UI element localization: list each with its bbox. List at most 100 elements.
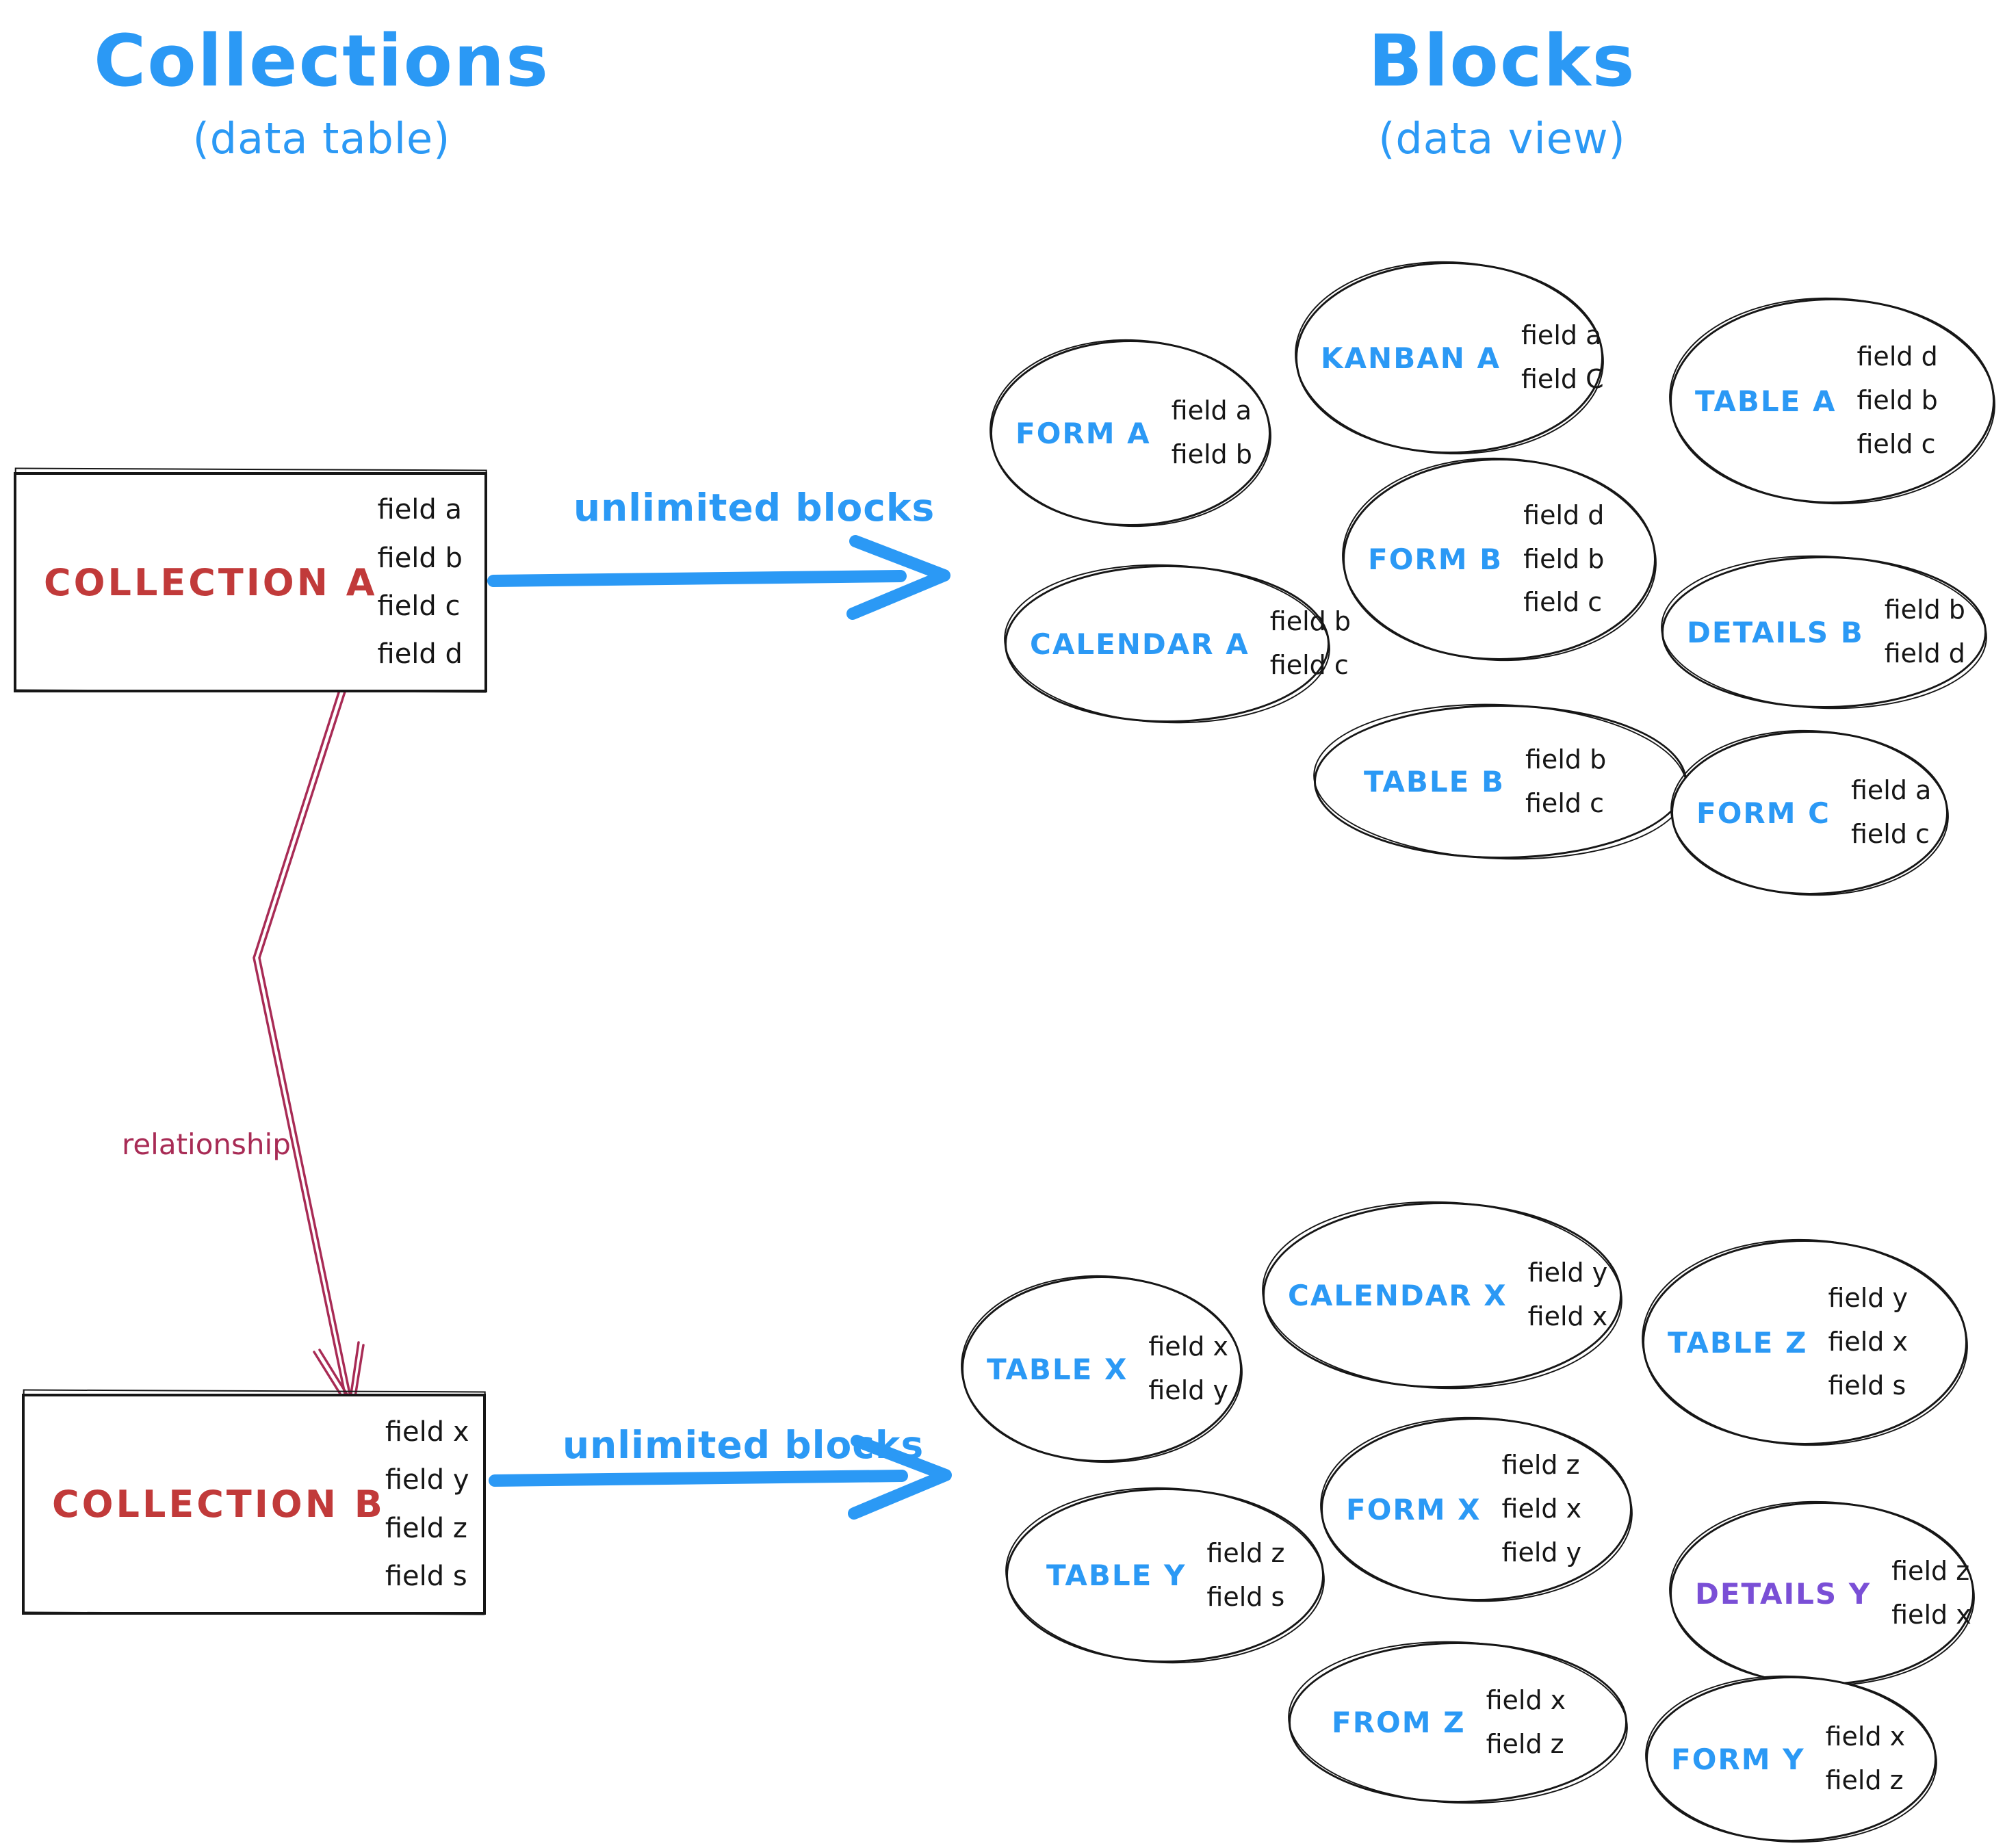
block-label: FORM B [1368, 543, 1503, 576]
collection-field: field s [385, 1560, 467, 1592]
block-kanban-a: KANBAN A field a field C [1295, 262, 1604, 454]
collection-field: field c [377, 590, 461, 622]
block-field: field c [1857, 428, 1936, 459]
block-label: DETAILS B [1687, 615, 1864, 649]
block-field: field x [1501, 1494, 1582, 1524]
block-fields: field x field y [1148, 1325, 1228, 1413]
block-fields: field z field x field y [1502, 1444, 1582, 1574]
block-field: field y [1527, 1258, 1608, 1288]
block-field: field d [1523, 499, 1605, 530]
block-field: field x [1148, 1331, 1228, 1362]
block-field: field y [1828, 1283, 1908, 1314]
collection-b-name: COLLECTION B [52, 1483, 385, 1526]
block-field: field x [1825, 1721, 1906, 1752]
block-fields: field z field s [1206, 1532, 1284, 1619]
block-field: field b [1525, 744, 1607, 775]
collections-title: Collections [93, 19, 549, 103]
block-fields: field b field d [1885, 588, 1965, 676]
block-field: field b [1857, 385, 1938, 416]
block-fields: field x field z [1486, 1679, 1566, 1767]
block-fields: field a field C [1521, 314, 1604, 402]
block-field: field s [1828, 1370, 1906, 1401]
block-label: FROM Z [1332, 1706, 1466, 1739]
block-fields: field z field x [1891, 1550, 1971, 1637]
block-field: field c [1850, 819, 1930, 849]
block-field: field z [1206, 1537, 1285, 1568]
block-fields: field y field x [1528, 1251, 1608, 1339]
block-field: field b [1523, 543, 1605, 574]
unlimited-blocks-arrow-b [489, 1435, 952, 1520]
block-fields: field a field b [1172, 389, 1252, 477]
block-field: field b [1269, 606, 1351, 637]
block-calendar-a: CALENDAR A field b field c [1005, 565, 1351, 723]
block-from-z: FROM Z field x field z [1289, 1642, 1627, 1803]
block-label: KANBAN A [1321, 341, 1501, 375]
block-field: field y [1148, 1375, 1228, 1405]
block-field: field x [1486, 1684, 1566, 1715]
block-label: CALENDAR X [1288, 1278, 1508, 1312]
block-field: field c [1525, 788, 1604, 818]
block-fields: field y field x field s [1828, 1277, 1908, 1407]
collection-field: field b [377, 542, 463, 574]
block-table-y: TABLE Y field z field s [1006, 1488, 1324, 1663]
unlimited-blocks-label-b: unlimited blocks [562, 1423, 924, 1467]
block-field: field a [1850, 775, 1932, 806]
block-fields: field b field c [1270, 600, 1351, 688]
block-label: TABLE Y [1046, 1559, 1187, 1592]
relationship-arrow [253, 687, 365, 1411]
block-field: field d [1857, 341, 1938, 372]
block-details-y: DETAILS Y field z field x [1670, 1502, 1974, 1685]
block-fields: field d field b field c [1523, 494, 1604, 625]
block-field: field d [1884, 638, 1965, 668]
collection-field: field x [385, 1416, 469, 1448]
block-form-x: FORM X field z field x field y [1321, 1418, 1632, 1601]
collection-a-name: COLLECTION A [44, 560, 378, 604]
collections-subtitle: (data table) [192, 114, 451, 164]
block-field: field a [1521, 320, 1602, 351]
block-field: field z [1891, 1556, 1970, 1587]
block-field: field x [1828, 1327, 1908, 1357]
collection-a-box: COLLECTION A field a field b field c fie… [14, 472, 487, 692]
block-fields: field d field b field c [1857, 335, 1938, 466]
collection-field: field y [385, 1464, 469, 1496]
block-form-b: FORM B field d field b field c [1343, 458, 1656, 660]
block-label: TABLE A [1695, 384, 1837, 418]
block-fields: field x field z [1826, 1715, 1906, 1803]
block-table-x: TABLE X field x field y [961, 1276, 1242, 1462]
block-field: field c [1269, 650, 1349, 680]
block-table-a: TABLE A field d field b field c [1670, 298, 1995, 504]
collection-a-fields: field a field b field c field d [378, 486, 463, 679]
collection-field: field d [377, 638, 463, 671]
collection-field: field a [377, 494, 463, 526]
block-field: field C [1521, 364, 1604, 394]
relationship-label: relationship [122, 1128, 291, 1161]
block-label: FORM A [1016, 416, 1151, 450]
block-label: FORM Y [1671, 1742, 1805, 1776]
block-form-y: FORM Y field x field z [1646, 1676, 1937, 1842]
block-label: TABLE X [987, 1352, 1128, 1386]
block-field: field b [1884, 595, 1965, 625]
block-label: TABLE B [1364, 765, 1505, 798]
block-fields: field b field c [1525, 738, 1606, 826]
unlimited-blocks-arrow-a [487, 535, 950, 620]
block-field: field x [1527, 1301, 1608, 1331]
block-field: field b [1171, 439, 1252, 469]
block-field: field z [1486, 1728, 1564, 1759]
block-label: FORM X [1346, 1492, 1482, 1526]
block-label: DETAILS Y [1695, 1576, 1872, 1611]
block-field: field a [1171, 395, 1252, 426]
block-fields: field a field c [1851, 769, 1931, 857]
blocks-subtitle: (data view) [1378, 114, 1626, 164]
blocks-title-group: Blocks (data view) [1263, 19, 1742, 164]
block-table-b: TABLE B field b field c [1314, 705, 1687, 859]
block-field: field s [1206, 1581, 1285, 1612]
block-label: TABLE Z [1668, 1325, 1808, 1359]
collection-b-box: COLLECTION B field x field y field z fie… [22, 1394, 486, 1615]
block-label: CALENDAR A [1030, 627, 1250, 661]
unlimited-blocks-label-a: unlimited blocks [573, 486, 935, 530]
block-form-a: FORM A field a field b [990, 340, 1271, 526]
block-form-c: FORM C field a field c [1671, 731, 1948, 895]
block-field: field z [1501, 1450, 1580, 1481]
block-calendar-x: CALENDAR X field y field x [1263, 1202, 1622, 1388]
